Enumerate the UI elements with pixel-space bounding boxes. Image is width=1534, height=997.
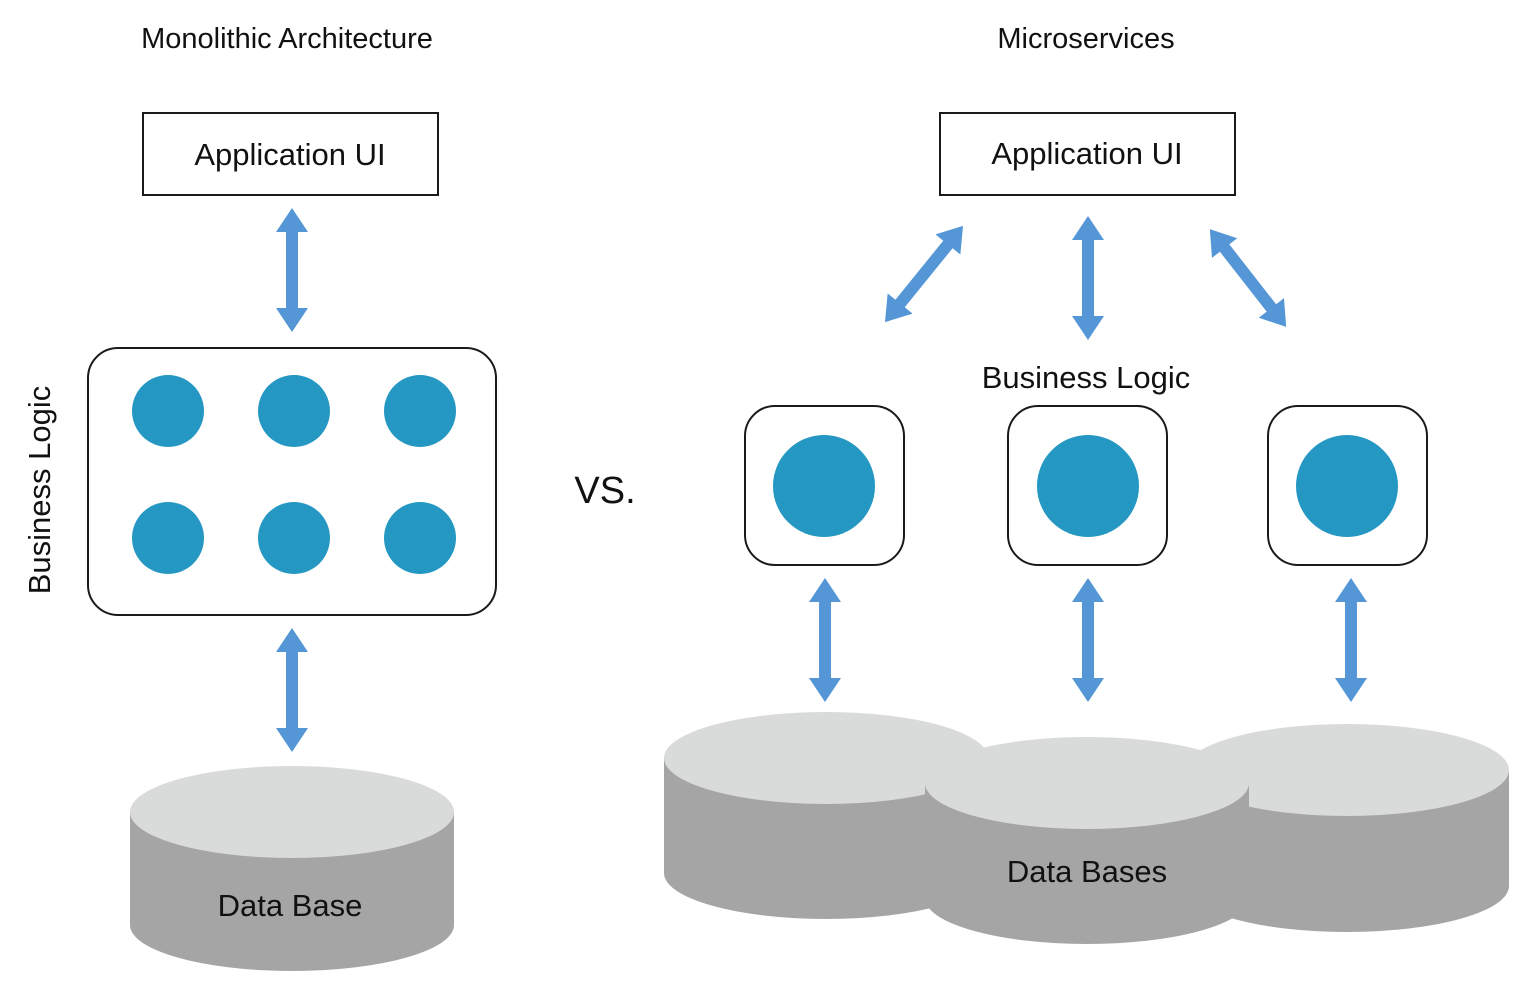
monolith-database: Data Base xyxy=(130,766,454,971)
micro-title: Microservices xyxy=(997,23,1174,55)
logic-node xyxy=(258,502,330,574)
logic-node xyxy=(132,502,204,574)
monolith-ui-label: Application UI xyxy=(194,137,385,172)
monolith-ui-box: Application UI xyxy=(142,112,439,196)
monolith-logic-db-arrow xyxy=(276,628,308,752)
micro-ui-arrow-left xyxy=(872,215,976,333)
service-node xyxy=(773,435,875,537)
service-db-arrow xyxy=(1335,578,1367,702)
service-db-arrow xyxy=(809,578,841,702)
monolith-db-label: Data Base xyxy=(218,888,363,923)
micro-ui-arrow-center xyxy=(1072,216,1104,340)
micro-logic-label: Business Logic xyxy=(982,360,1191,395)
micro-ui-box: Application UI xyxy=(939,112,1236,196)
service-node xyxy=(1037,435,1139,537)
monolith-logic-side-label: Business Logic xyxy=(22,386,57,595)
monolith-logic-box xyxy=(87,347,497,616)
logic-node xyxy=(132,375,204,447)
service-db-arrow xyxy=(1072,578,1104,702)
service-node xyxy=(1296,435,1398,537)
vs-label: VS. xyxy=(574,470,635,512)
micro-databases: Data Bases xyxy=(664,712,1509,944)
service-box xyxy=(1267,405,1428,566)
micro-db-label: Data Bases xyxy=(1007,854,1167,889)
monolith-title: Monolithic Architecture xyxy=(141,23,433,55)
logic-node xyxy=(384,502,456,574)
monolith-ui-logic-arrow xyxy=(276,208,308,332)
logic-node xyxy=(384,375,456,447)
service-box xyxy=(744,405,905,566)
service-box xyxy=(1007,405,1168,566)
micro-ui-arrow-right xyxy=(1197,219,1299,337)
logic-node xyxy=(258,375,330,447)
micro-ui-label: Application UI xyxy=(991,136,1182,171)
